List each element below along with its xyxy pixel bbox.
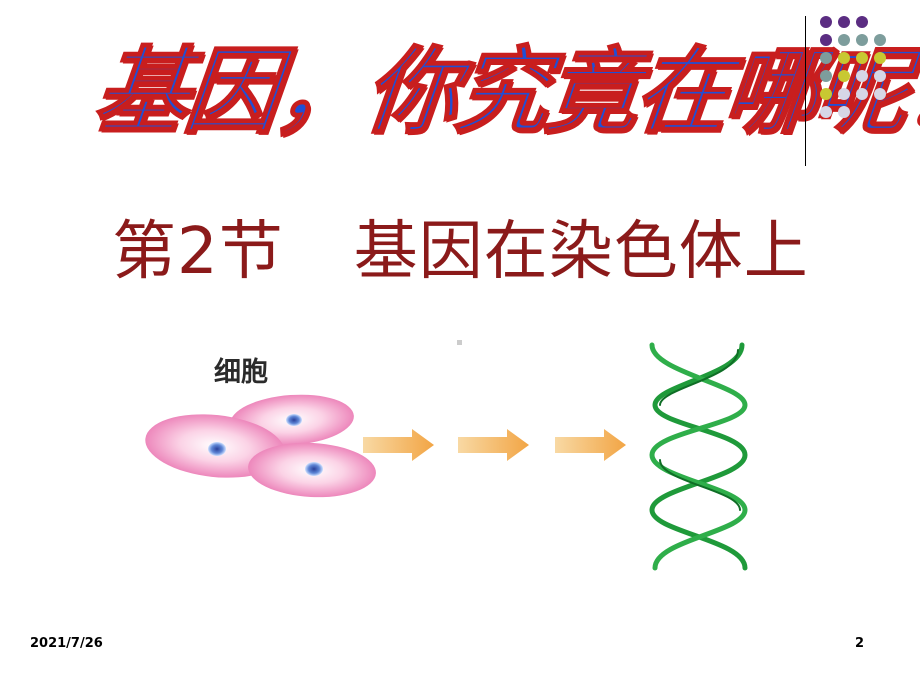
dna-strand-1	[649, 342, 748, 571]
decor-dot	[820, 106, 832, 118]
decor-dot	[874, 34, 886, 46]
footer-date: 2021/7/26	[30, 636, 103, 651]
cell-label: 细胞	[214, 357, 268, 388]
subtitle-topic: 基因在染色体上	[353, 215, 809, 289]
arrow-2	[458, 429, 529, 461]
arrow-3	[555, 429, 626, 461]
decor-dot	[820, 16, 832, 28]
decor-small-square	[457, 340, 462, 345]
decor-dot	[856, 88, 868, 100]
slide-subtitle: 第2节基因在染色体上	[112, 210, 809, 294]
decor-dot	[856, 34, 868, 46]
decor-dot	[856, 70, 868, 82]
decor-dot	[820, 88, 832, 100]
decor-dot	[874, 70, 886, 82]
nucleus-top	[286, 414, 302, 426]
decor-dot	[856, 52, 868, 64]
dna-strand-2-shadow	[659, 459, 741, 511]
decor-dot	[820, 70, 832, 82]
subtitle-section: 第2节	[112, 215, 284, 289]
decor-dot	[874, 52, 886, 64]
decor-dot	[838, 106, 850, 118]
decor-dot	[820, 34, 832, 46]
decor-dot	[838, 52, 850, 64]
decor-dot	[874, 88, 886, 100]
decor-dot	[820, 52, 832, 64]
decor-dot	[856, 16, 868, 28]
cell-cluster	[145, 394, 376, 498]
nucleus-right	[305, 462, 323, 476]
dna-strand-1-shadow	[659, 349, 739, 406]
dna-double-helix	[649, 342, 748, 571]
nucleus-left	[208, 442, 226, 456]
decor-divider-line	[805, 16, 806, 166]
decor-dot	[838, 34, 850, 46]
footer-page-number: 2	[855, 636, 865, 651]
decor-dot	[838, 16, 850, 28]
decor-dot	[838, 70, 850, 82]
dna-strand-2	[649, 342, 748, 571]
arrow-1	[363, 429, 434, 461]
process-arrows	[363, 429, 626, 461]
decor-dot	[838, 88, 850, 100]
